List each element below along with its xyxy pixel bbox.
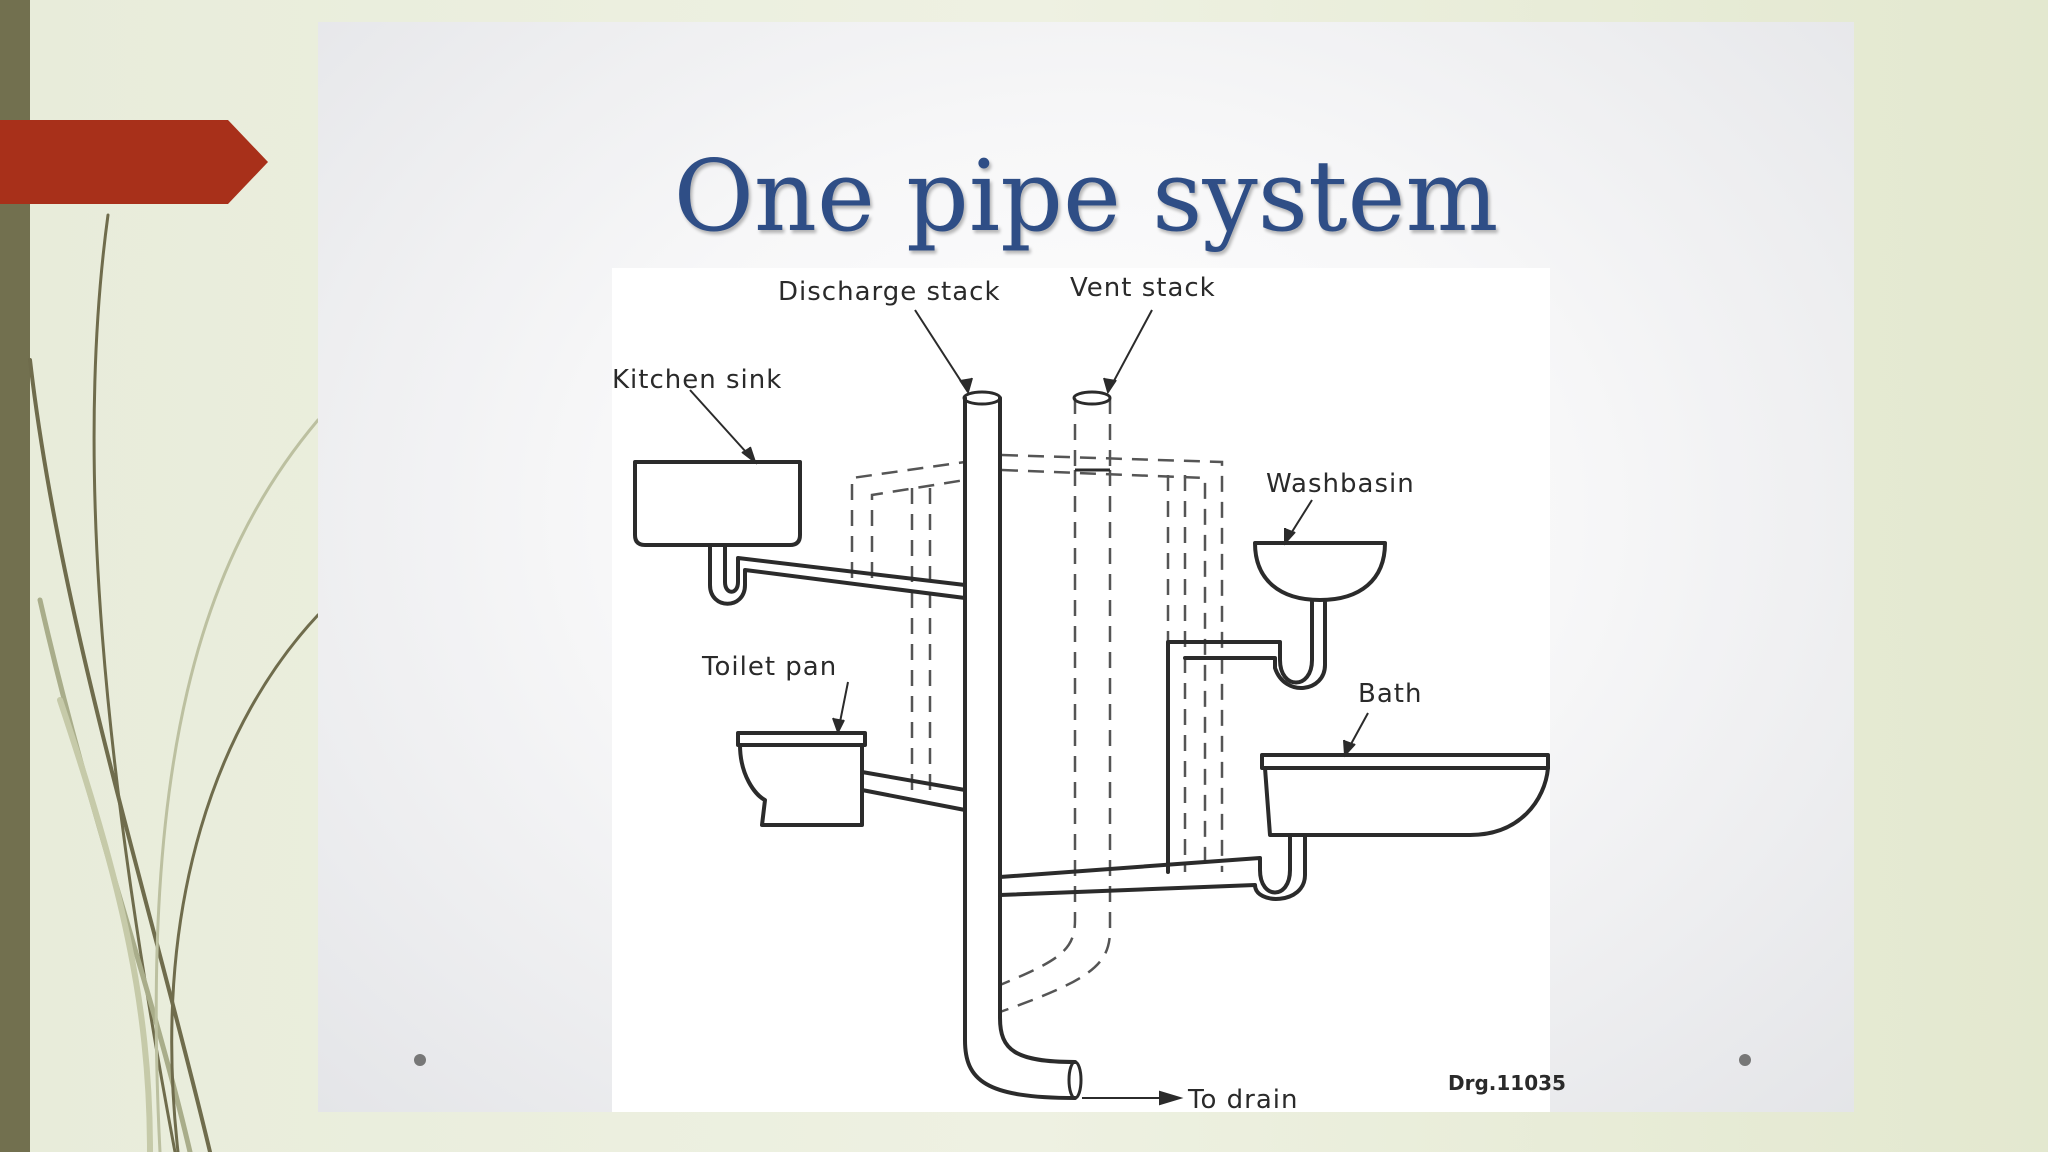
dashed-ghost-pipes bbox=[850, 453, 1224, 1014]
toilet-pan bbox=[736, 731, 967, 827]
diagram-panel bbox=[612, 268, 1550, 1112]
slide-dot-right bbox=[1739, 1054, 1751, 1066]
washbasin bbox=[1166, 541, 1387, 874]
slide-dot-left bbox=[414, 1054, 426, 1066]
vent-stack bbox=[1072, 390, 1112, 472]
label-discharge-stack: Discharge stack bbox=[778, 277, 1001, 307]
leader-lines bbox=[689, 309, 1369, 1106]
label-drawing-number: Drg.11035 bbox=[1448, 1071, 1566, 1095]
bath bbox=[998, 753, 1550, 901]
label-kitchen-sink: Kitchen sink bbox=[612, 365, 782, 395]
decorative-swoosh bbox=[28, 213, 320, 1152]
discharge-stack bbox=[962, 390, 1083, 1100]
label-to-drain: To drain bbox=[1187, 1085, 1298, 1115]
label-vent-stack: Vent stack bbox=[1070, 273, 1216, 303]
label-bath: Bath bbox=[1358, 679, 1422, 709]
accent-arrow bbox=[0, 120, 268, 204]
slide-title: One pipe system bbox=[673, 140, 1499, 254]
label-washbasin: Washbasin bbox=[1266, 469, 1415, 499]
kitchen-sink bbox=[633, 460, 967, 606]
label-toilet-pan: Toilet pan bbox=[701, 652, 837, 682]
